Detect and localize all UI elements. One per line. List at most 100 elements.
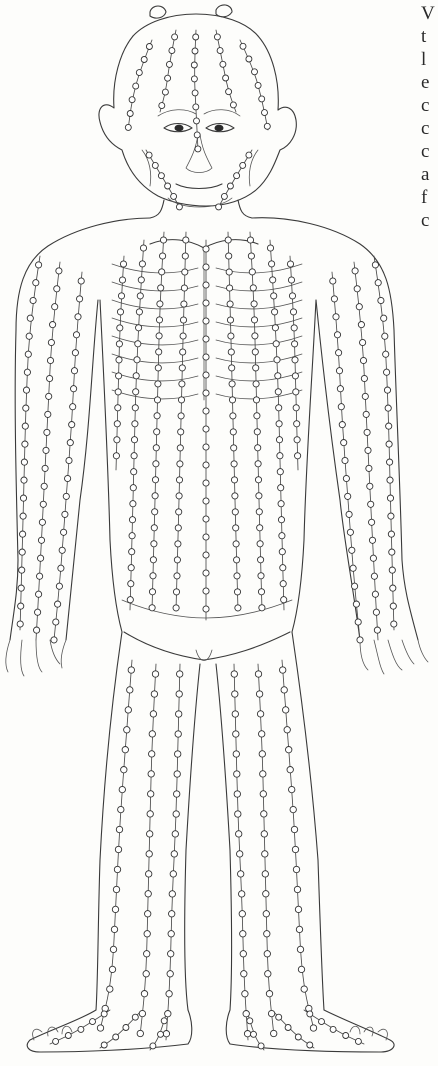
acupoint-marker: [274, 357, 280, 363]
acupoint-marker: [109, 966, 115, 972]
acupoint-marker: [386, 423, 392, 429]
acupoint-marker: [158, 285, 164, 291]
nose: [186, 134, 212, 173]
right-leg-outer: [292, 632, 324, 1010]
acupoint-marker: [289, 293, 295, 299]
acupoint-marker: [203, 534, 209, 540]
acupoint-marker: [124, 727, 130, 733]
acupoint-marker: [48, 339, 54, 345]
acupoint-marker: [255, 461, 261, 467]
acupoint-marker: [228, 349, 234, 355]
acupoint-marker: [144, 931, 150, 937]
acupoint-marker: [203, 264, 209, 270]
acupoint-marker: [364, 429, 370, 435]
acupoint-marker: [203, 336, 209, 342]
acupoint-marker: [131, 437, 137, 443]
acupoint-marker: [228, 333, 234, 339]
acupoint-marker: [18, 603, 24, 609]
acupoint-marker: [160, 253, 166, 259]
acupoint-marker: [58, 565, 64, 571]
acupoint-marker: [352, 583, 358, 589]
acupoint-marker: [243, 1011, 249, 1017]
acupoint-marker: [174, 791, 180, 797]
acupoint-marker: [246, 56, 252, 62]
acupoint-marker: [237, 851, 243, 857]
acupoint-marker: [146, 851, 152, 857]
acupoint-marker: [152, 162, 158, 168]
acupoint-marker: [46, 393, 52, 399]
acupoint-marker: [294, 437, 300, 443]
acupoint-marker: [71, 368, 77, 374]
acupoint-marker: [116, 341, 122, 347]
left-leg-inner: [185, 664, 200, 1010]
acupoint-marker: [385, 405, 391, 411]
acupoint-marker: [266, 991, 272, 997]
acupoint-marker: [53, 619, 59, 625]
acupoint-marker: [269, 261, 275, 267]
acupoint-marker: [301, 986, 307, 992]
acupoint-marker: [295, 453, 301, 459]
acupoint-marker: [240, 43, 246, 49]
acupoint-marker: [389, 567, 395, 573]
right-hand-fingers: [360, 640, 428, 674]
acupoint-marker: [69, 422, 75, 428]
acupoint-marker: [37, 573, 43, 579]
acupoint-marker: [220, 61, 226, 67]
acupoint-marker: [293, 405, 299, 411]
acupoint-marker: [249, 269, 255, 275]
acupoint-marker: [169, 911, 175, 917]
acupoint-marker: [330, 278, 336, 284]
acupoint-marker: [34, 627, 40, 633]
acupoint-marker: [127, 597, 133, 603]
acupoint-marker: [158, 1031, 164, 1037]
acupoint-marker: [65, 475, 71, 481]
acupoint-marker: [139, 1010, 145, 1016]
acupoint-marker: [176, 204, 182, 210]
acupoint-marker: [223, 75, 229, 81]
acupoint-marker: [36, 591, 42, 597]
acupoint-marker: [67, 440, 73, 446]
acupoint-marker: [115, 405, 121, 411]
acupoint-marker: [226, 89, 232, 95]
acupoint-marker: [262, 851, 268, 857]
meridian-line: [100, 660, 132, 1030]
acupoint-marker: [235, 605, 241, 611]
acupoint-marker: [36, 262, 42, 268]
acupoint-marker: [203, 300, 209, 306]
acupoint-marker: [357, 637, 363, 643]
right-leg-inner: [216, 664, 232, 1010]
acupoint-marker: [194, 132, 200, 138]
acupoint-marker: [256, 509, 262, 515]
acupoint-marker: [257, 525, 263, 531]
acupoint-marker: [128, 581, 134, 587]
acupoint-marker: [174, 557, 180, 563]
acupoint-marker: [203, 498, 209, 504]
right-toes: [350, 1026, 387, 1040]
right-eye-pupil: [215, 125, 224, 132]
acupoint-marker: [73, 332, 79, 338]
acupoint-marker: [118, 806, 124, 812]
acupoint-marker: [290, 806, 296, 812]
mouth: [176, 184, 222, 189]
acupoint-marker: [59, 547, 65, 553]
acupoint-marker: [173, 589, 179, 595]
acupoint-marker: [147, 831, 153, 837]
acupoint-marker: [71, 386, 77, 392]
acupoint-marker: [203, 390, 209, 396]
acupoint-marker: [283, 707, 289, 713]
acupoint-marker: [238, 871, 244, 877]
meridian-line: [240, 40, 268, 130]
acupoint-marker: [226, 269, 232, 275]
acupoint-marker: [203, 354, 209, 360]
acupoint-marker: [54, 286, 60, 292]
acupoint-marker: [333, 314, 339, 320]
acupoint-marker: [72, 350, 78, 356]
acupoint-marker: [116, 357, 122, 363]
acupoint-marker: [169, 891, 175, 897]
acupoint-marker: [295, 906, 301, 912]
acupoint-marker: [365, 447, 371, 453]
acupoint-marker: [248, 253, 254, 259]
acupoint-marker: [232, 711, 238, 717]
